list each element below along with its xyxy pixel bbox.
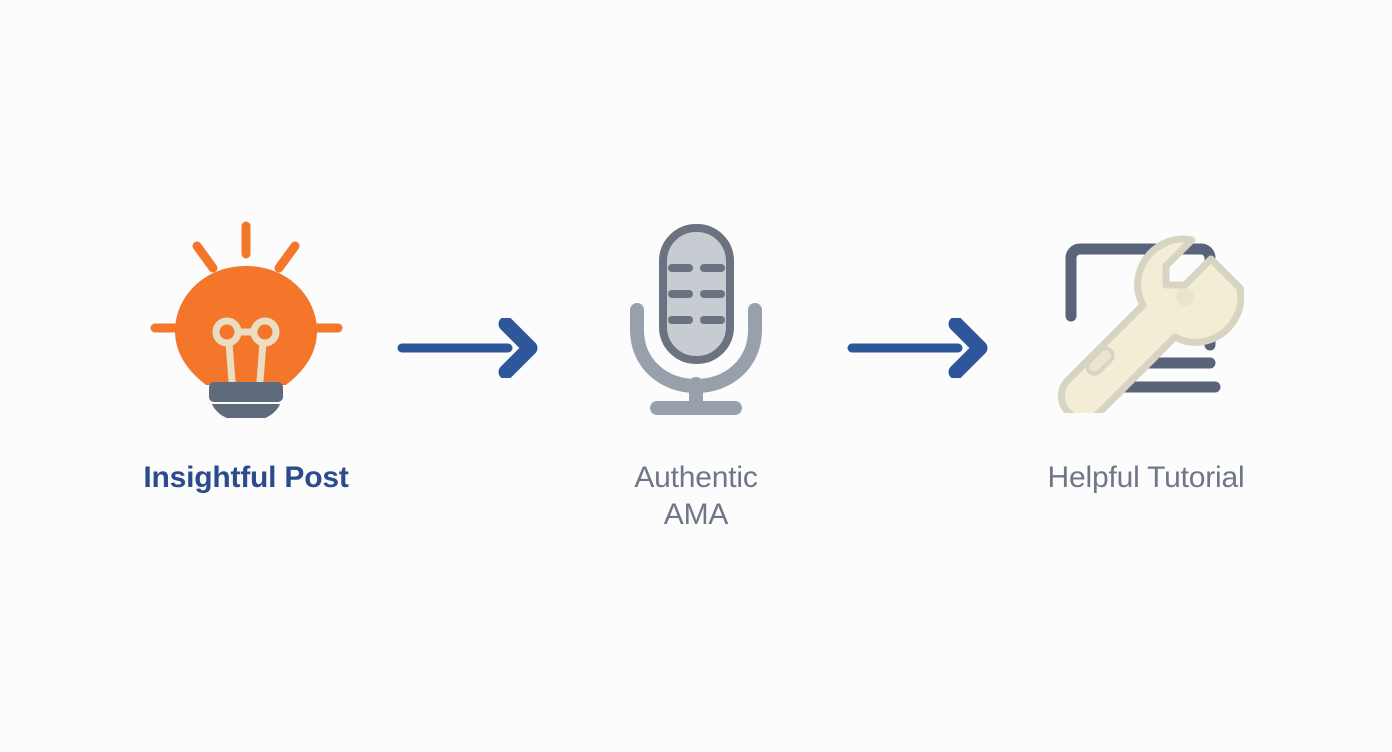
bulb-filament [212,317,279,385]
flow-stage-authentic-ama[interactable]: Authentic AMA [546,0,846,533]
mic-capsule [658,224,734,364]
wrench-laptop-icon-wrapper [1049,218,1244,418]
wrench-laptop-icon [1057,235,1244,413]
arrow-right-icon [397,318,538,378]
flow-stage-helpful-tutorial[interactable]: Helpful Tutorial [996,0,1296,497]
flow-stage-label-helpful-tutorial: Helpful Tutorial [1047,461,1245,494]
wrench-pivot-dot [1175,288,1194,306]
microphone-icon-wrapper [609,218,784,418]
lightbulb-icon [150,221,342,418]
flow-stage-label-insightful-post: Insightful Post [143,461,349,494]
flow-stage-insightful-post[interactable]: Insightful Post [96,0,396,497]
arrow-right-icon [847,318,988,378]
lightbulb-icon-wrapper [139,218,354,418]
wrench-shape [1057,235,1244,413]
bulb-base [211,404,280,418]
bulb-glass [174,266,317,385]
flow-stage-label-authentic-ama: Authentic AMA [634,461,758,531]
microphone-icon [629,224,762,415]
flow-arrow-1-wrapper [396,0,546,378]
bulb-collar [208,382,283,402]
mic-grille-slots [667,264,725,324]
wrench-grip-mark [1084,346,1115,376]
flow-arrow-2-wrapper [846,0,996,378]
